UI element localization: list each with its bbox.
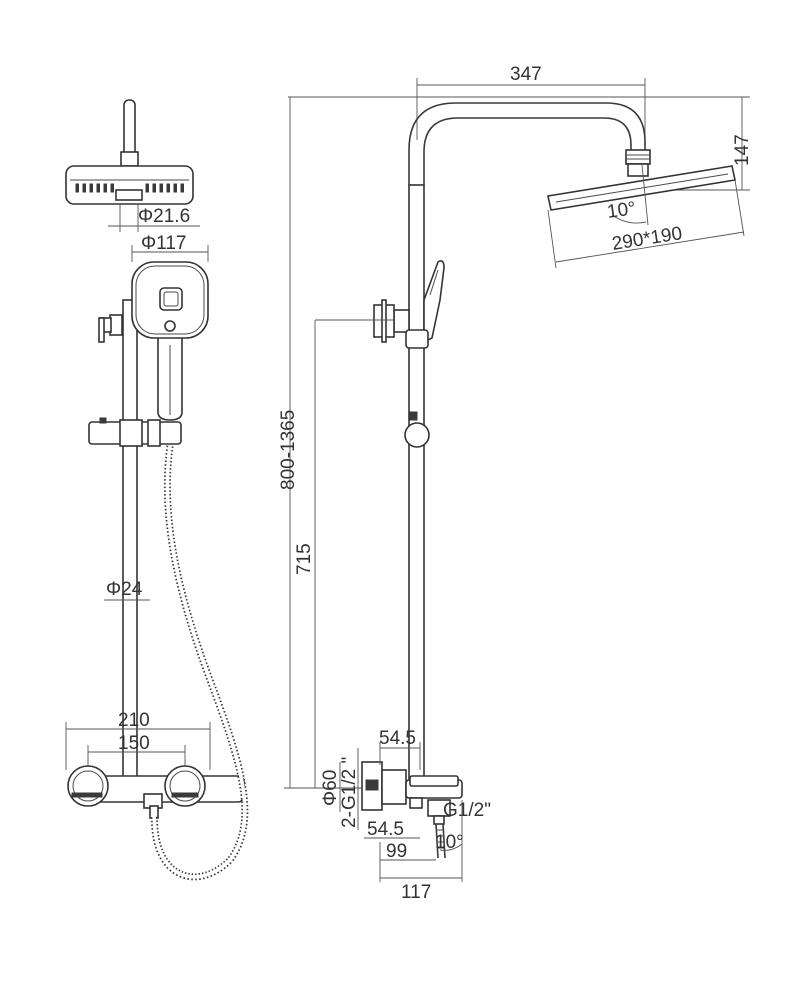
dim-head-height-text: 147 [732, 134, 753, 166]
riser-top [123, 99, 136, 161]
riser-arm-side [408, 102, 651, 185]
dim-escutcheon-bottom: 54.5 [364, 819, 420, 840]
dim-mixer-center-text: 150 [118, 733, 150, 754]
rail-holder-front [88, 417, 182, 447]
hand-shower-side [423, 260, 445, 344]
dim-total-height-text: 800-1365 [278, 410, 299, 490]
mixer-body-side [361, 761, 463, 859]
dim-head-height: 147 [640, 97, 753, 191]
dim-mixer-to-holder-text: 715 [294, 543, 315, 575]
dim-rail-diameter: Φ24 [104, 579, 150, 601]
dim-escutcheon-diameter-text: Φ60 [320, 770, 341, 806]
dim-head-size-text: 290*190 [610, 223, 683, 255]
dim-outlet-diameter: Φ21.6 [108, 204, 200, 232]
dim-outlet-diameter-text: Φ21.6 [138, 206, 190, 227]
diverter-knob-front [98, 314, 123, 343]
dim-inlet-count-text: 2- [339, 811, 360, 828]
riser-nut [120, 151, 139, 167]
overhead-shower-side: 10° 290*190 [547, 163, 745, 269]
dim-mixer-depth: 117 [380, 877, 462, 903]
dim-spout-thread-text: G1/2" [443, 800, 491, 821]
dim-inlet-thread-text: G1/2 " [339, 757, 360, 810]
front-view: Φ21.6 Φ117 [65, 99, 249, 881]
slide-rail [122, 299, 138, 781]
side-view: 347 147 10° 290*19 [278, 64, 753, 903]
dim-mixer-depth-text: 117 [401, 882, 431, 903]
dim-spout-angle-text: 10° [435, 832, 464, 853]
dim-hand-shower-diameter-text: Φ117 [141, 233, 186, 254]
dim-mixer-width: 210 [65, 710, 211, 770]
dim-escutcheon-top: 54.5 [379, 728, 421, 770]
dim-rail-diameter-text: Φ24 [106, 579, 143, 600]
dim-head-tilt-text: 10° [606, 198, 637, 223]
dim-total-height: 800-1365 [278, 97, 378, 789]
shower-hose [150, 445, 249, 881]
dim-hand-shower-diameter: Φ117 [131, 233, 209, 262]
hand-shower-front [131, 261, 209, 421]
dim-mixer-width-text: 210 [118, 710, 150, 731]
dim-arm-reach-text: 347 [510, 64, 542, 85]
dim-escutcheon-bottom-text: 54.5 [367, 819, 404, 840]
slide-rail-side [408, 184, 425, 781]
dim-escutcheon-labels: Φ60 G1/2 " 2- [320, 748, 360, 830]
dim-mixer-to-holder: 715 [294, 319, 394, 788]
dim-escutcheon-top-text: 54.5 [379, 728, 416, 749]
mixer-body-front [67, 765, 245, 819]
dim-spout-offset: 99 10° [379, 800, 464, 882]
dim-arm-reach: 347 [416, 64, 646, 155]
diverter-side [373, 299, 430, 448]
overhead-shower-front [65, 165, 194, 205]
dim-spout-offset-text: 99 [386, 841, 407, 862]
